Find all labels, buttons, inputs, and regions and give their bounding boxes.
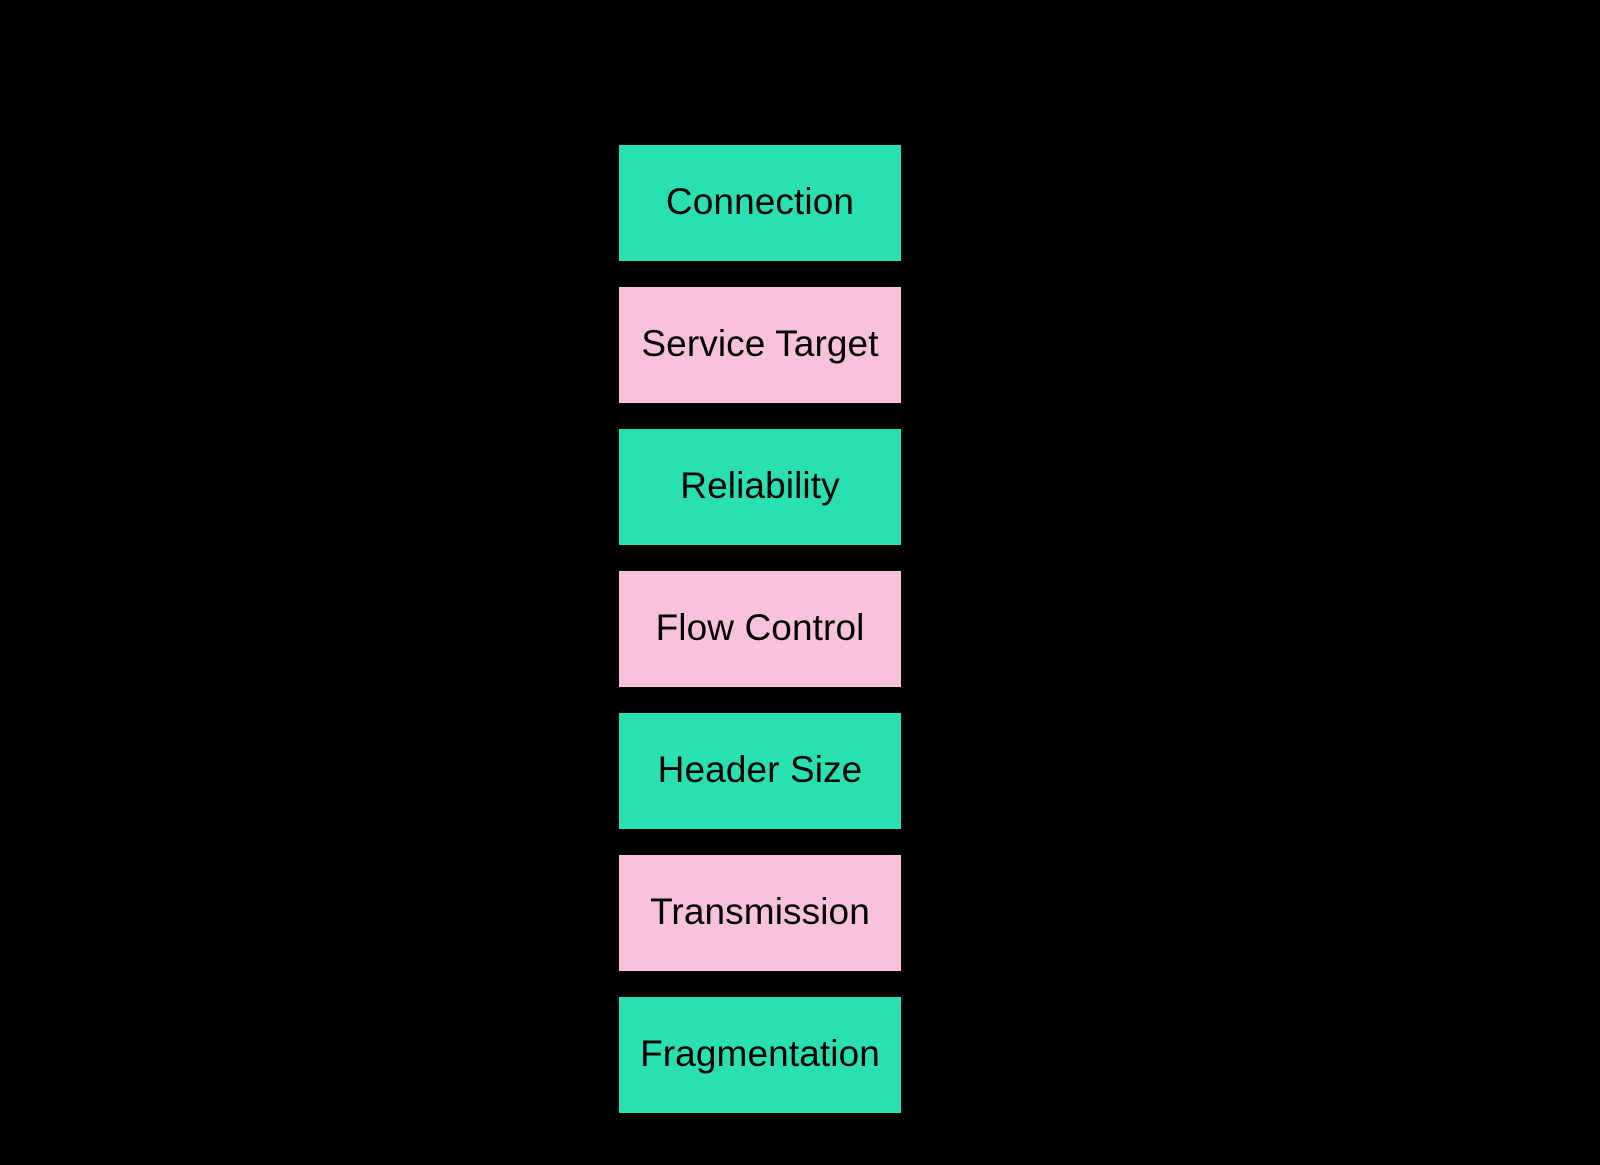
attribute-column: Connection Service Target Reliability Fl… bbox=[619, 145, 901, 1113]
attribute-box-service-target[interactable]: Service Target bbox=[619, 287, 901, 403]
attribute-label-flow-control: Flow Control bbox=[655, 607, 865, 649]
attribute-box-fragmentation[interactable]: Fragmentation bbox=[619, 997, 901, 1113]
attribute-box-reliability[interactable]: Reliability bbox=[619, 429, 901, 545]
attribute-label-fragmentation: Fragmentation bbox=[640, 1033, 880, 1075]
attribute-label-header-size: Header Size bbox=[657, 749, 863, 791]
attribute-box-flow-control[interactable]: Flow Control bbox=[619, 571, 901, 687]
attribute-box-connection[interactable]: Connection bbox=[619, 145, 901, 261]
attribute-box-header-size[interactable]: Header Size bbox=[619, 713, 901, 829]
attribute-label-transmission: Transmission bbox=[650, 891, 870, 933]
attribute-box-transmission[interactable]: Transmission bbox=[619, 855, 901, 971]
attribute-label-connection: Connection bbox=[665, 181, 855, 223]
attribute-label-reliability: Reliability bbox=[680, 465, 840, 507]
attribute-label-service-target: Service Target bbox=[641, 323, 879, 365]
